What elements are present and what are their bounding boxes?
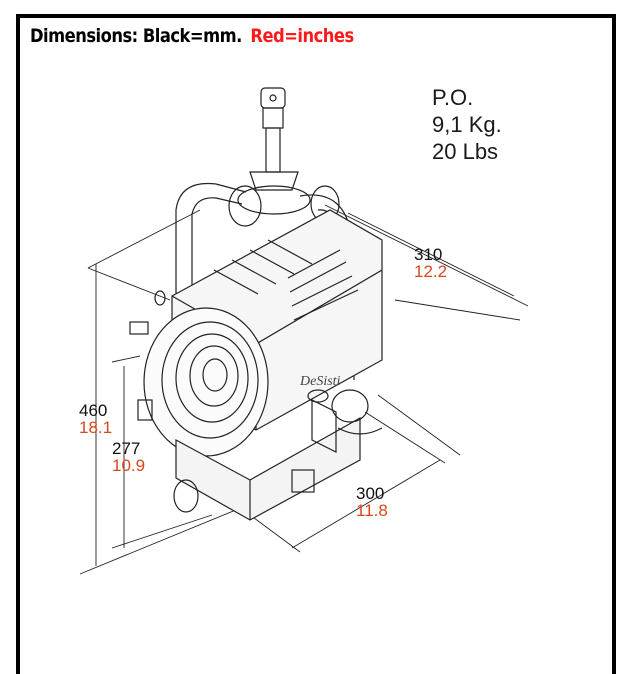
depth-inches: 12.2 — [414, 262, 448, 281]
depth-mm: 310 — [414, 245, 443, 264]
weight-lbs: 20 Lbs — [432, 139, 499, 164]
weight-model: P.O. — [432, 85, 474, 110]
total-height-inches: 18.1 — [79, 418, 113, 437]
weight-info: P.O. 9,1 Kg. 20 Lbs — [432, 84, 502, 165]
brand-logo-text: DeSisti — [299, 374, 341, 389]
focus-knob — [307, 389, 383, 453]
depth-dimension: 310 12.2 — [414, 246, 447, 280]
base-unit — [173, 416, 361, 521]
mounting-spigot — [237, 87, 311, 215]
legend-mm: Dimensions: Black=mm. — [30, 25, 242, 47]
lens-height-mm: 277 — [112, 439, 141, 458]
width-mm: 300 — [356, 484, 385, 503]
lens-height-dimension: 277 10.9 — [112, 440, 145, 474]
total-height-mm: 460 — [79, 401, 108, 420]
weight-kg: 9,1 Kg. — [432, 112, 502, 137]
total-height-dimension: 460 18.1 — [79, 402, 112, 436]
width-dimension: 300 11.8 — [356, 485, 388, 519]
dimensions-legend: Dimensions: Black=mm. Red=inches — [30, 18, 354, 54]
width-inches: 11.8 — [356, 501, 388, 520]
dimension-lines — [79, 204, 529, 575]
legend-inches: Red=inches — [250, 25, 354, 47]
lens-height-inches: 10.9 — [112, 456, 146, 475]
